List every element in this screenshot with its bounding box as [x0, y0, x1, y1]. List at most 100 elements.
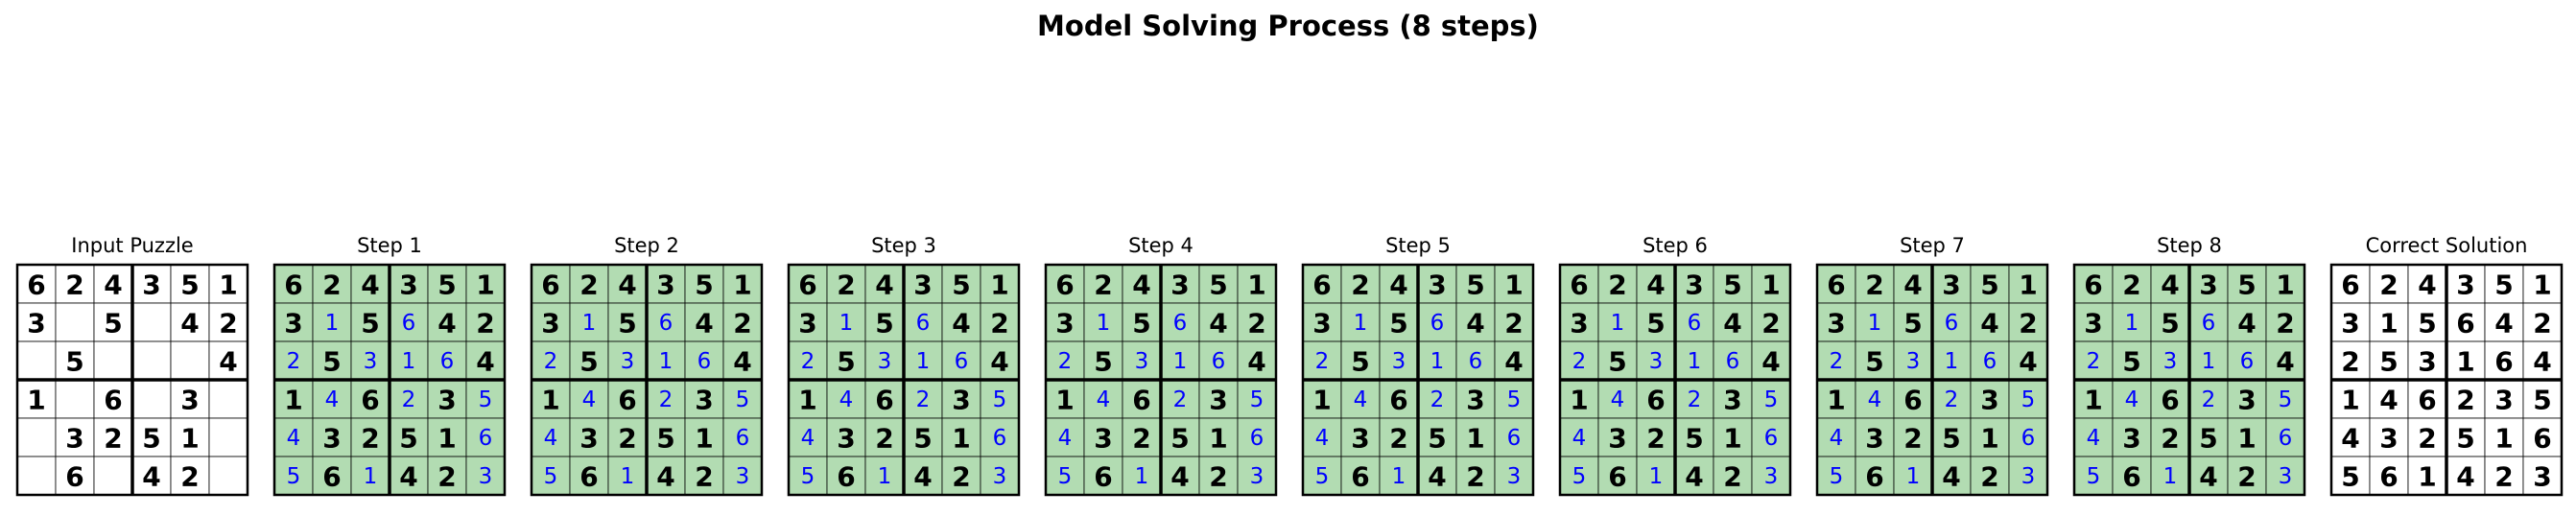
cell-value: 4 [1428, 461, 1446, 493]
cell [1751, 340, 1791, 381]
cell-value: 2 [1058, 349, 1073, 374]
cell-value: 4 [2125, 387, 2139, 412]
cell-value: 6 [1983, 349, 1997, 374]
cell-value: 6 [697, 349, 712, 374]
cell-value: 1 [1247, 270, 1265, 301]
cell-value: 2 [180, 461, 199, 493]
cell-value: 3 [437, 385, 456, 416]
cell-value: 4 [1723, 308, 1741, 340]
cell-value: 3 [1135, 349, 1149, 374]
cell [55, 379, 95, 419]
cell-value: 4 [1868, 387, 1882, 412]
cell-value: 1 [952, 423, 970, 455]
cell [2484, 302, 2524, 342]
cell [1455, 264, 1496, 304]
cell-value: 4 [2161, 270, 2179, 301]
cell [1713, 417, 1753, 457]
cell-value: 2 [952, 461, 970, 493]
cell-value: 5 [656, 423, 674, 455]
cell-value: 4 [1903, 270, 1922, 301]
cell-value: 3 [1570, 308, 1588, 340]
cell-value: 4 [1685, 461, 1703, 493]
cell [131, 340, 172, 381]
cell-value: 6 [2494, 346, 2513, 378]
cell [1122, 302, 1162, 342]
cell-value: 5 [736, 387, 750, 412]
cell [1160, 340, 1200, 381]
cell-value: 2 [659, 387, 674, 412]
cell [2446, 379, 2486, 419]
cell [93, 456, 133, 496]
cell [1751, 417, 1791, 457]
cell-value: 2 [287, 349, 301, 374]
cell-value: 5 [287, 464, 301, 489]
cell [170, 456, 210, 496]
cell [2484, 379, 2524, 419]
cell-value: 3 [913, 270, 932, 301]
cell-value: 6 [2021, 426, 2036, 451]
cell-value: 5 [618, 308, 636, 340]
cell [16, 264, 57, 304]
cell [93, 340, 133, 381]
cell-value: 2 [2202, 387, 2216, 412]
cell [1379, 302, 1419, 342]
cell-value: 2 [1132, 423, 1150, 455]
cell [131, 379, 172, 419]
cell-value: 3 [1351, 423, 1369, 455]
cell-value: 6 [1903, 385, 1922, 416]
cell [208, 302, 248, 342]
cell [2150, 302, 2190, 342]
cell-value: 6 [2456, 308, 2474, 340]
cell-value: 2 [1173, 387, 1188, 412]
cell-value: 3 [1865, 423, 1883, 455]
cell-value: 4 [437, 308, 456, 340]
cell [1494, 379, 1534, 419]
cell-value: 3 [1942, 270, 1960, 301]
cell-value: 2 [1688, 387, 1702, 412]
cell-value: 6 [1430, 311, 1445, 336]
cell-value: 5 [544, 464, 558, 489]
cell-value: 1 [1723, 423, 1741, 455]
cell-value: 3 [1055, 308, 1074, 340]
cell-value: 1 [2494, 423, 2513, 455]
cell-value: 2 [2237, 461, 2256, 493]
cell-value: 2 [1980, 461, 1998, 493]
cell-value: 5 [399, 423, 417, 455]
cell-value: 5 [2087, 464, 2101, 489]
cell-value: 1 [2237, 423, 2256, 455]
cell-value: 5 [1646, 308, 1665, 340]
cell-value: 1 [219, 270, 237, 301]
cell-value: 6 [27, 270, 45, 301]
cell-value: 5 [801, 464, 815, 489]
step-1-title: Step 1 [357, 234, 422, 257]
cell-value: 6 [618, 385, 636, 416]
cell [1340, 417, 1381, 457]
cell-value: 1 [878, 464, 892, 489]
cell-value: 3 [2494, 385, 2513, 416]
cell [1083, 456, 1123, 496]
cell [389, 417, 429, 457]
cell-value: 2 [1209, 461, 1227, 493]
cell [2407, 302, 2447, 342]
cell [607, 456, 648, 496]
cell-value: 6 [361, 385, 379, 416]
cell [1455, 302, 1496, 342]
cell-value: 4 [1942, 461, 1960, 493]
cell-value: 6 [479, 426, 493, 451]
cell-value: 4 [656, 461, 674, 493]
cell-value: 4 [1315, 426, 1330, 451]
cell [170, 340, 210, 381]
grid-border [530, 263, 764, 497]
cell [170, 379, 210, 419]
cell [1237, 456, 1277, 496]
cell [1455, 340, 1496, 381]
cell [208, 340, 248, 381]
cell-value: 5 [1830, 464, 1844, 489]
cell-value: 5 [1764, 387, 1779, 412]
cell [93, 264, 133, 304]
cell [1379, 340, 1419, 381]
cell-value: 4 [2533, 346, 2551, 378]
cell [788, 302, 828, 342]
